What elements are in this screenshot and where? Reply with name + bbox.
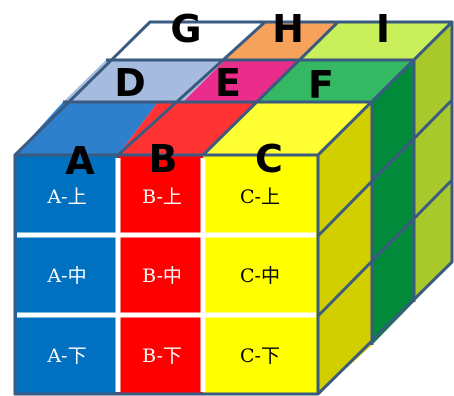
- top-face-g: [106, 22, 265, 60]
- letter-a: A: [65, 139, 95, 183]
- cell-label-b-bot: B-下: [142, 345, 182, 367]
- top-face-a: [15, 102, 158, 155]
- top-face-h: [225, 22, 338, 60]
- top-face-f: [256, 60, 414, 102]
- front-cell-labels: A-上 B-上 C-上 A-中 B-中 C-中 A-下 B-下 C-下: [46, 186, 280, 367]
- side-mid-mid: [372, 140, 414, 262]
- letter-b: B: [149, 137, 178, 181]
- front-faces: [15, 155, 318, 394]
- top-middle-row: [63, 60, 414, 102]
- top-face-b: [118, 102, 256, 155]
- top-face-i: [299, 22, 452, 60]
- edge-top-4: [201, 20, 340, 157]
- front-cell-b-mid: [118, 235, 203, 315]
- front-cell-b-top: [118, 155, 203, 235]
- cell-label-c-top: C-上: [240, 186, 280, 208]
- side-mid-top: [372, 60, 414, 183]
- side-front-mid: [318, 183, 372, 316]
- front-cell-c-bot: [203, 315, 318, 394]
- letter-d: D: [114, 61, 146, 105]
- top-back-row: [106, 22, 452, 60]
- cell-label-b-top: B-上: [142, 186, 182, 208]
- front-cell-b-bot: [118, 315, 203, 394]
- front-cell-a-bot: [15, 315, 118, 394]
- letter-i: I: [376, 7, 390, 51]
- edge-side-3: [316, 98, 454, 238]
- front-cell-a-mid: [15, 235, 118, 315]
- cell-label-c-mid: C-中: [240, 265, 280, 287]
- letter-e: E: [215, 61, 241, 105]
- letter-c: C: [255, 137, 283, 181]
- cell-label-a-bot: A-下: [46, 345, 86, 367]
- edge-top-3: [116, 20, 267, 157]
- letter-h: H: [272, 7, 304, 51]
- top-face-d: [63, 60, 225, 102]
- letter-g: G: [170, 7, 201, 51]
- letter-f: F: [308, 63, 334, 107]
- side-front-top: [318, 102, 372, 236]
- top-face-e: [183, 60, 299, 102]
- cell-label-b-mid: B-中: [142, 265, 182, 287]
- outline-front: [13, 153, 320, 396]
- front-cell-a-top: [15, 155, 118, 235]
- front-cell-c-mid: [203, 235, 318, 315]
- cell-label-c-bot: C-下: [240, 345, 280, 367]
- edge-side-4: [316, 178, 454, 318]
- top-letters: G H I D E F A B C: [65, 7, 390, 183]
- side-mid-bot: [372, 220, 414, 345]
- cell-label-a-top: A-上: [46, 186, 86, 208]
- front-cell-c-top: [203, 155, 318, 235]
- front-separators: [17, 158, 316, 392]
- side-front-bot: [318, 262, 372, 394]
- cell-label-a-mid: A-中: [46, 265, 86, 287]
- cube-edges: [13, 20, 454, 396]
